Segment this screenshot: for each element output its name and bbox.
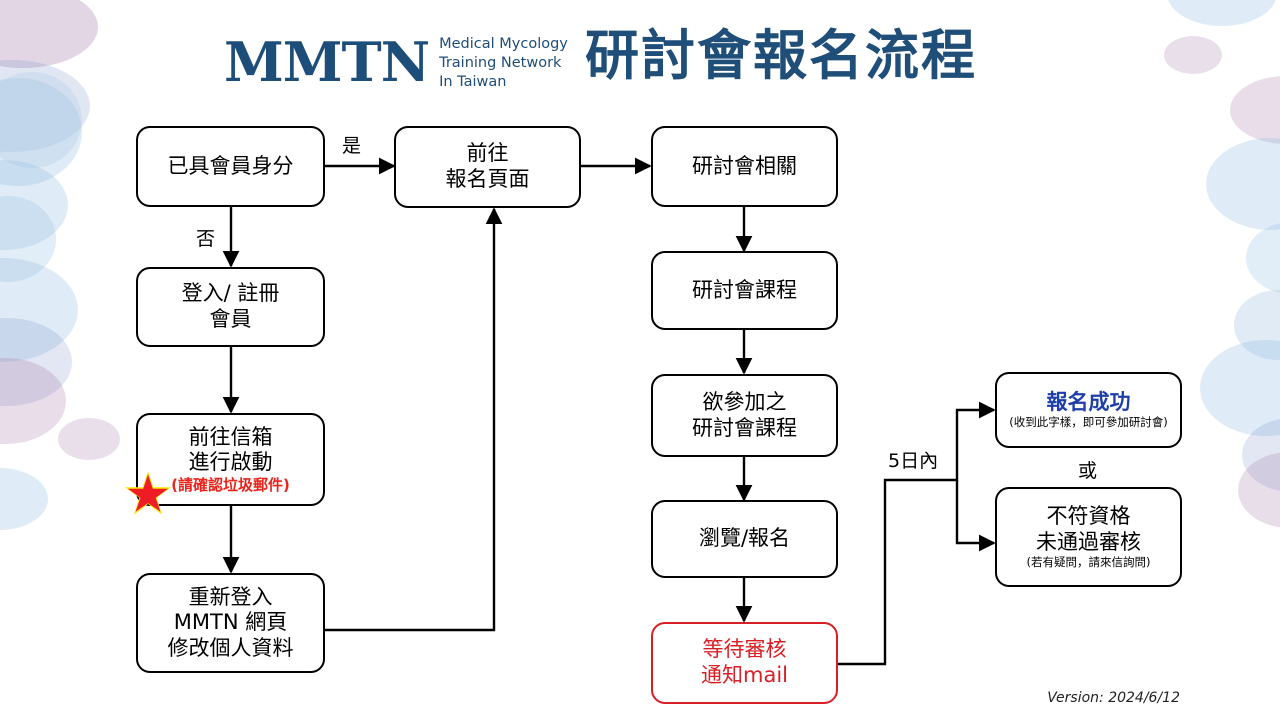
- node-login-signup[interactable]: 登入/ 註冊 會員: [136, 267, 325, 347]
- node-goto-register-line2: 報名頁面: [445, 167, 530, 191]
- page-title: 研討會報名流程: [585, 24, 977, 87]
- edge-label-yes: 是: [342, 135, 362, 157]
- node-relogin-line3: 修改個人資料: [167, 635, 294, 660]
- node-seminar-info-line1: 研討會相關: [692, 153, 797, 178]
- node-seminar-course[interactable]: 研討會課程: [651, 251, 838, 330]
- node-await-review-line1: 等待審核: [702, 637, 787, 662]
- node-goto-register-line1: 前往: [466, 141, 509, 166]
- logo-tagline-line1: Medical Mycology: [439, 36, 568, 52]
- node-browse-apply-line1: 瀏覽/報名: [698, 526, 791, 551]
- edge-review-to-success: [837, 401, 996, 666]
- node-member-status[interactable]: 已具會員身分: [136, 126, 325, 207]
- node-relogin-line2: MMTN 網頁: [173, 610, 288, 635]
- node-relogin-line1: 重新登入: [188, 584, 273, 609]
- node-member-status-line1: 已具會員身分: [167, 153, 294, 178]
- node-login-signup-line2: 會員: [209, 307, 252, 331]
- edge-label-no: 否: [196, 228, 216, 250]
- node-await-review[interactable]: 等待審核 通知mail: [651, 622, 838, 704]
- node-activate-mail-line1: 前往信箱: [188, 424, 273, 449]
- header: MMTN Medical Mycology Training Network I…: [0, 0, 1280, 115]
- node-browse-apply[interactable]: 瀏覽/報名: [651, 500, 838, 578]
- logo-tagline: Medical Mycology Training Network In Tai…: [439, 32, 568, 92]
- node-success[interactable]: 報名成功 (收到此字樣，即可參加研討會): [995, 372, 1182, 448]
- node-rejected[interactable]: 不符資格 未通過審核 (若有疑問，請來信詢問): [995, 487, 1182, 587]
- node-rejected-note: (若有疑問，請來信詢問): [1026, 555, 1151, 570]
- edge-label-or: 或: [1078, 460, 1098, 482]
- logo-tagline-line2: Training Network: [439, 55, 562, 72]
- node-choose-course-line1: 欲參加之: [702, 389, 787, 414]
- logo-wordmark: MMTN: [224, 30, 430, 95]
- version-stamp: Version: 2024/6/12: [1047, 690, 1180, 706]
- edge-label-within-5-days: 5日內: [888, 450, 939, 472]
- node-rejected-line2: 未通過審核: [1036, 529, 1141, 554]
- logo-tagline-line3: In Taiwan: [439, 74, 507, 91]
- node-activate-mail[interactable]: 前往信箱 進行啟動 (請確認垃圾郵件): [136, 413, 325, 506]
- node-relogin[interactable]: 重新登入 MMTN 網頁 修改個人資料: [136, 573, 325, 673]
- node-await-review-line2: 通知mail: [701, 663, 788, 687]
- node-success-note: (收到此字樣，即可參加研討會): [1009, 415, 1168, 430]
- node-success-line1: 報名成功: [1046, 389, 1131, 414]
- node-activate-mail-note: (請確認垃圾郵件): [171, 475, 290, 494]
- node-activate-mail-line2: 進行啟動: [188, 450, 273, 475]
- node-goto-register[interactable]: 前往 報名頁面: [394, 126, 581, 208]
- node-choose-course-line2: 研討會課程: [692, 415, 797, 440]
- node-rejected-line1: 不符資格: [1046, 503, 1131, 528]
- node-seminar-course-line1: 研討會課程: [692, 277, 797, 302]
- star-icon: [125, 470, 171, 515]
- edge-relogin-to-register: [325, 207, 503, 632]
- node-seminar-info[interactable]: 研討會相關: [651, 126, 838, 207]
- mmtn-logo: MMTN Medical Mycology Training Network I…: [224, 32, 568, 92]
- edge-review-to-rejected: [955, 480, 996, 552]
- node-login-signup-line1: 登入/ 註冊: [181, 281, 280, 306]
- node-choose-course[interactable]: 欲參加之 研討會課程: [651, 374, 838, 457]
